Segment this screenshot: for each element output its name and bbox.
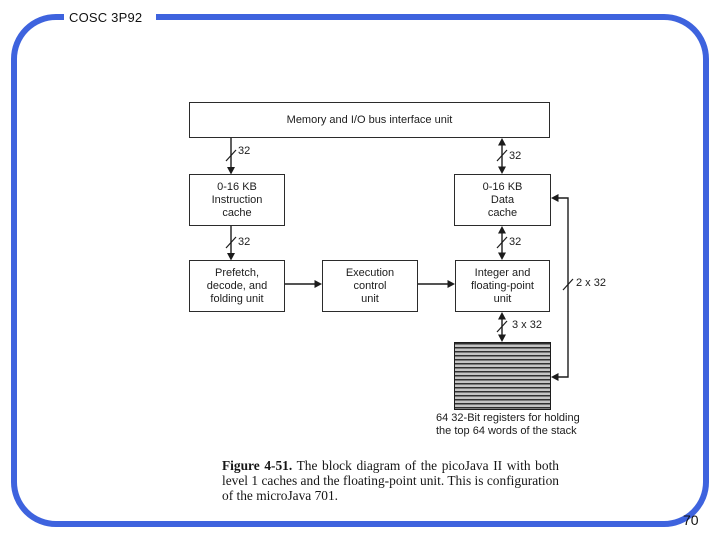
box-data-cache: 0-16 KB Data cache bbox=[454, 174, 551, 226]
box-label-line: unit bbox=[493, 292, 512, 305]
bus-width-label: 32 bbox=[509, 236, 522, 248]
bus-width-label: 32 bbox=[509, 150, 522, 162]
figure-caption: Figure 4-51. The block diagram of the pi… bbox=[222, 458, 559, 504]
box-label-line: 0-16 KB bbox=[482, 180, 523, 193]
figure-caption-text: The block diagram of the picoJava II wit… bbox=[222, 458, 559, 503]
bus-width-label: 2 x 32 bbox=[576, 277, 606, 289]
box-label-line: Prefetch, bbox=[214, 266, 260, 279]
stack-caption-line: the top 64 words of the stack bbox=[436, 424, 577, 437]
box-label-line: Integer and bbox=[474, 266, 531, 279]
box-label-line: cache bbox=[487, 206, 518, 219]
bus-width-label: 32 bbox=[238, 236, 251, 248]
bus-width-slashes bbox=[225, 149, 574, 333]
slide-border-frame bbox=[11, 14, 709, 527]
register-stack-caption: 64 32-Bit registers for holding the top … bbox=[436, 412, 580, 437]
page-number: 70 bbox=[683, 512, 699, 528]
box-label-line: 0-16 KB bbox=[217, 180, 257, 193]
box-label-line: Memory and I/O bus interface unit bbox=[286, 113, 453, 126]
bus-width-label: 32 bbox=[238, 145, 251, 157]
figure-caption-label: Figure 4-51. bbox=[222, 458, 293, 473]
box-label-line: cache bbox=[222, 206, 252, 219]
box-label-line: control bbox=[353, 279, 387, 292]
box-label-line: decode, and bbox=[206, 279, 268, 292]
box-label-line: Execution bbox=[345, 266, 395, 279]
box-label-line: unit bbox=[361, 292, 379, 305]
bus-width-label: 3 x 32 bbox=[512, 319, 542, 331]
title-background-mask bbox=[64, 8, 156, 25]
box-integer-floating-point-unit: Integer and floating-point unit bbox=[455, 260, 550, 312]
box-memory-bus-interface: Memory and I/O bus interface unit bbox=[189, 102, 550, 138]
stack-caption-line: 64 32-Bit registers for holding bbox=[436, 412, 580, 424]
box-label-line: folding unit bbox=[210, 292, 264, 305]
course-code-title: COSC 3P92 bbox=[69, 10, 143, 25]
box-prefetch-decode-folding: Prefetch, decode, and folding unit bbox=[189, 260, 285, 312]
diagram-connectors bbox=[225, 138, 574, 381]
box-execution-control-unit: Execution control unit bbox=[322, 260, 418, 312]
box-label-line: Instruction bbox=[211, 193, 263, 206]
box-instruction-cache: 0-16 KB Instruction cache bbox=[189, 174, 285, 226]
register-stack-box bbox=[454, 342, 551, 410]
box-label-line: Data bbox=[490, 193, 515, 206]
box-label-line: floating-point bbox=[471, 279, 534, 292]
picojava-block-diagram: Memory and I/O bus interface unit 0-16 K… bbox=[185, 95, 615, 445]
